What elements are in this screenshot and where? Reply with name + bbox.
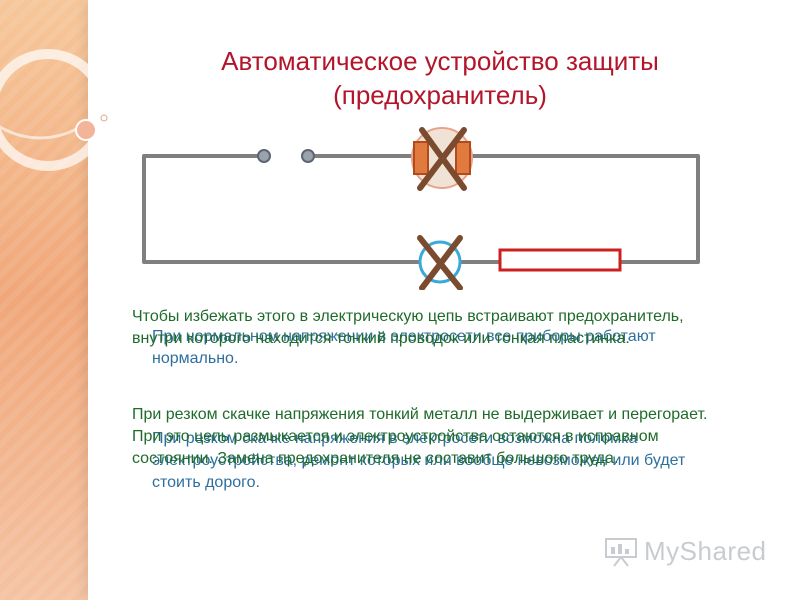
- switch-contacts-icon: [257, 148, 315, 164]
- slide-title: Автоматическое устройство защиты (предох…: [100, 44, 780, 112]
- lamp-crossed-icon: [411, 127, 473, 191]
- presentation-board-icon: [605, 537, 637, 567]
- myshared-watermark: MyShared: [604, 536, 767, 567]
- left-panel-stripes: [0, 0, 88, 600]
- surge-text: При резком скачке напряжения в электросе…: [152, 430, 686, 491]
- fuse-icon: [498, 248, 622, 272]
- left-decor-panel: [0, 0, 88, 600]
- normal-voltage-text: При нормальном напряжении в электросети …: [152, 328, 656, 367]
- decorative-circles: [0, 0, 120, 171]
- title-line-1: Автоматическое устройство защиты: [221, 46, 659, 76]
- meter-crossed-icon: [417, 235, 463, 290]
- title-line-2: (предохранитель): [333, 80, 547, 110]
- fuse-intro-text: Чтобы избежать этого в электрическую цеп…: [132, 308, 684, 347]
- watermark-brand: MyShared: [644, 536, 767, 566]
- fuse-action-text: При резком скачке напряжения тонкий мета…: [132, 406, 708, 467]
- circuit-diagram: [142, 127, 700, 290]
- slide-area: [88, 0, 800, 600]
